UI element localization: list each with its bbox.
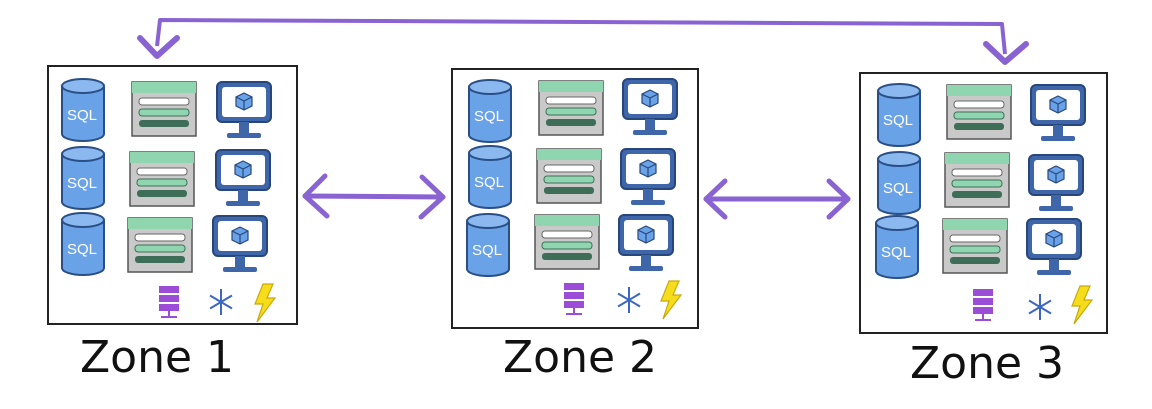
svg-text:SQL: SQL — [67, 175, 97, 192]
zone-1-box: SQL SQL SQL — [47, 65, 298, 325]
sql-database-icon: SQL — [466, 213, 510, 277]
zone1-arrowhead — [137, 35, 180, 59]
svg-text:SQL: SQL — [881, 244, 911, 261]
svg-text:SQL: SQL — [67, 241, 97, 258]
svg-text:SQL: SQL — [474, 108, 504, 125]
sql-database-icon: SQL — [61, 212, 105, 276]
app-window-icon — [129, 151, 195, 207]
app-window-icon — [536, 148, 602, 204]
zone1-zone2-link-arrow — [302, 173, 446, 220]
app-window-icon — [534, 214, 600, 270]
zone2-zone3-link-arrow — [703, 178, 851, 220]
app-window-icon — [538, 80, 604, 136]
svg-text:SQL: SQL — [67, 107, 97, 124]
sql-database-icon: SQL — [877, 83, 921, 147]
app-window-icon — [127, 217, 193, 273]
svg-text:SQL: SQL — [474, 174, 504, 191]
app-window-icon — [131, 81, 197, 137]
zone3-arrowhead — [983, 41, 1029, 65]
zone-2-label: Zone 2 — [503, 332, 657, 383]
sql-database-icon: SQL — [468, 145, 512, 209]
sql-database-icon: SQL — [877, 151, 921, 215]
sql-database-icon: SQL — [61, 78, 105, 142]
zone-2-box: SQL SQL SQL — [451, 68, 699, 329]
zone-3-box: SQL SQL SQL — [859, 72, 1108, 334]
svg-text:SQL: SQL — [883, 112, 913, 129]
svg-text:SQL: SQL — [883, 180, 913, 197]
app-window-icon — [946, 84, 1012, 140]
app-window-icon — [944, 152, 1010, 208]
sql-database-icon: SQL — [468, 79, 512, 143]
zone1-zone3-link-arrow — [155, 18, 1007, 55]
sql-database-icon: SQL — [875, 215, 919, 279]
zone-1-label: Zone 1 — [80, 332, 234, 383]
zone-3-label: Zone 3 — [910, 338, 1064, 389]
svg-text:SQL: SQL — [472, 242, 502, 259]
app-window-icon — [942, 218, 1008, 274]
sql-database-icon: SQL — [61, 146, 105, 210]
